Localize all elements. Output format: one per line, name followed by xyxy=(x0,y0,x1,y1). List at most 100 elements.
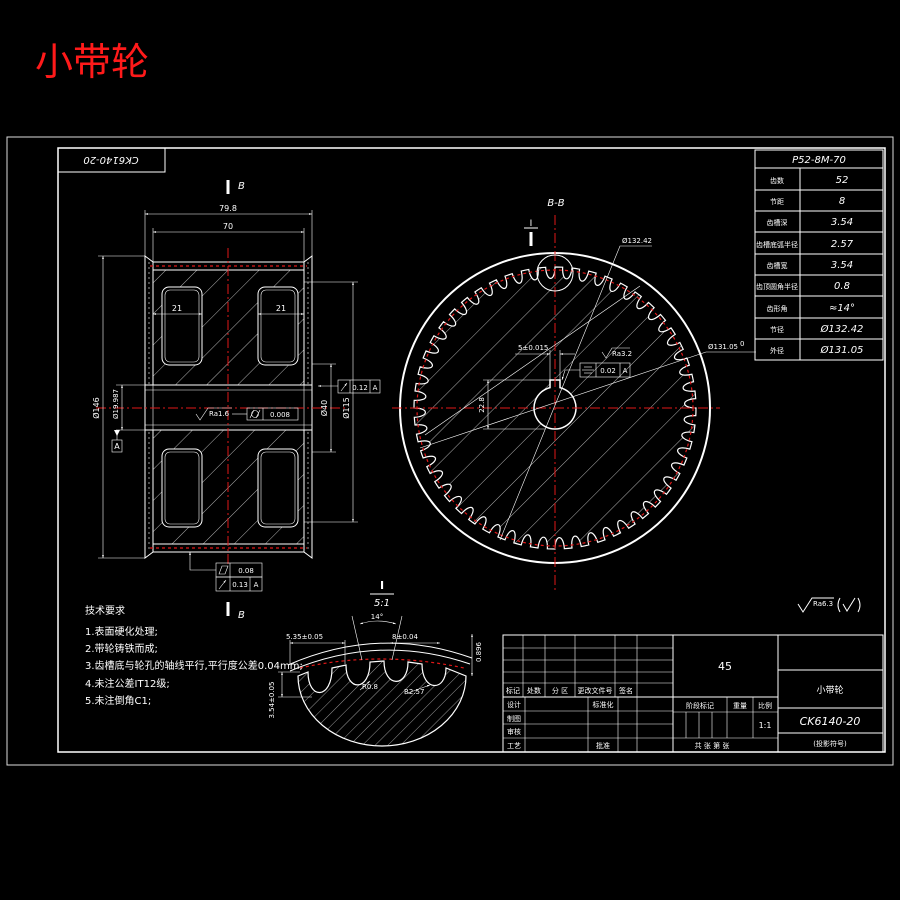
rev-header: 标记 xyxy=(506,686,520,695)
dim-outer-dia: Ø146 xyxy=(91,397,101,419)
roughness-symbol-icon xyxy=(195,407,232,421)
front-section-view xyxy=(96,248,346,566)
section-mark-bottom: B xyxy=(238,610,245,621)
approve-label: 批准 xyxy=(596,741,610,750)
param-table-header: P52-8M-70 xyxy=(792,155,846,166)
dim-angle: 14° xyxy=(371,613,383,621)
dim-depth: 3.54±0.05 xyxy=(268,681,276,718)
dim-web-right: 21 xyxy=(276,304,286,313)
symmetry-symbol-icon xyxy=(582,366,594,374)
param-label: 齿顶圆角半径 xyxy=(756,282,798,291)
cylindricity-symbol-icon xyxy=(249,409,261,419)
web-cutout xyxy=(161,286,203,366)
tech-req-item: 5.未注倒角C1; xyxy=(85,694,151,707)
title-block: 标记 处数 分 区 更改文件号 签名 设计 标准化 制图 审核 工艺 批准 45… xyxy=(502,634,884,753)
param-value: 0.8 xyxy=(834,281,850,292)
section-mark-top: B xyxy=(238,181,245,192)
param-label: 节距 xyxy=(770,198,784,206)
dim-section-outer-dia: Ø131.05 xyxy=(708,343,738,351)
fcf-runout-datum: A xyxy=(373,384,378,392)
detail-rim-arc xyxy=(287,642,473,666)
detail-tooth-section xyxy=(297,660,467,747)
param-value: 3.54 xyxy=(831,217,853,228)
rev-header: 分 区 xyxy=(552,686,568,695)
dim-pitch-dia: Ø132.42 xyxy=(622,237,652,245)
fcf-symmetry-datum: A xyxy=(623,367,628,375)
parameter-table: P52-8M-70 齿数 52 节距 8 齿槽深 3.54 齿槽底弧半径 2.5… xyxy=(754,149,884,361)
design-label: 设计 xyxy=(507,700,521,709)
param-value: Ø132.42 xyxy=(820,323,864,335)
fcf-bottom-runout-value: 0.13 xyxy=(232,581,248,589)
web-cutout xyxy=(257,448,299,528)
dim-detail-right: 0.896 xyxy=(475,641,483,662)
web-cutout xyxy=(257,286,299,366)
param-label: 节径 xyxy=(770,325,784,334)
standardization-label: 标准化 xyxy=(593,700,614,709)
stage-mark-label: 阶段标记 xyxy=(686,701,714,710)
detail-mark: I xyxy=(530,219,533,229)
param-value: Ø131.05 xyxy=(820,344,864,356)
param-value: 3.54 xyxy=(831,260,853,271)
outer-border xyxy=(6,136,894,766)
scale-value: 1:1 xyxy=(759,721,772,730)
roughness-check-icon xyxy=(842,597,856,612)
dim-tip-radius: R0.8 xyxy=(362,683,378,691)
fcf-symmetry-value: 0.02 xyxy=(600,367,616,375)
technical-requirements: 技术要求 1.表面硬化处理; 2.带轮铸铁而成; 3.齿槽底与轮孔的轴线平行,平… xyxy=(85,604,303,707)
process-label: 工艺 xyxy=(507,742,521,750)
detail-view: I 5:1 5.35±0.05 14° 8±0.04 R0.8 R2.57 0.… xyxy=(268,579,483,747)
fcf-flatness-value: 0.08 xyxy=(238,567,254,575)
material: 45 xyxy=(718,660,732,673)
drawing-number: CK6140-20 xyxy=(800,715,861,728)
surface-finish-note: Ra6.3 xyxy=(797,597,861,613)
roughness-bore: Ra1.6 xyxy=(209,410,230,418)
dim-groove-width: 5.35±0.05 xyxy=(286,633,323,641)
detail-circle xyxy=(536,254,574,292)
code-note: (投影符号) xyxy=(813,739,847,748)
dim-hub-dia: Ø40 xyxy=(319,400,329,416)
fcf-cylindricity-value: 0.008 xyxy=(270,411,290,419)
dim-key-width: 5±0.015 xyxy=(518,344,548,352)
tech-req-item: 3.齿槽底与轮孔的轴线平行,平行度公差0.04mm; xyxy=(85,659,303,672)
part-name: 小带轮 xyxy=(816,684,843,696)
dim-bore-dia: Ø19.987 xyxy=(112,389,120,419)
dim-pitch: 8±0.04 xyxy=(392,633,418,641)
tech-req-item: 4.未注公差IT12级; xyxy=(85,677,170,690)
drafting-label: 制图 xyxy=(507,714,521,723)
rev-header: 处数 xyxy=(527,686,541,695)
param-label: 齿槽宽 xyxy=(767,261,788,270)
tech-req-heading: 技术要求 xyxy=(85,604,125,617)
param-label: 齿槽深 xyxy=(767,218,788,227)
dim-body-width: 70 xyxy=(223,222,233,231)
section-view-label: B-B xyxy=(547,198,564,209)
fcf-bottom-runout-datum: A xyxy=(254,581,259,589)
dim-section-outer-tol: 0 xyxy=(740,340,744,348)
param-label: 外径 xyxy=(770,346,784,355)
runout-symbol-icon xyxy=(340,382,348,392)
runout-symbol-icon xyxy=(218,579,227,590)
detail-view-scale: 5:1 xyxy=(374,598,390,609)
surface-roughness: Ra6.3 xyxy=(813,600,833,608)
rev-header: 更改文件号 xyxy=(578,686,613,695)
roughness-key: Ra3.2 xyxy=(612,350,632,358)
inner-frame xyxy=(57,147,886,753)
dim-overall-width: 79.8 xyxy=(219,204,237,213)
tech-req-item: 1.表面硬化处理; xyxy=(85,625,158,638)
param-value: 2.57 xyxy=(831,239,854,250)
dim-web-dia: Ø115 xyxy=(341,397,351,419)
corner-code: CK6140-20 xyxy=(83,154,138,165)
drawing-title: 小带轮 xyxy=(35,40,149,84)
sheets-label: 共 张 第 张 xyxy=(695,741,730,750)
param-label: 齿数 xyxy=(770,176,784,185)
corner-code-box: CK6140-20 xyxy=(57,147,166,173)
web-cutout xyxy=(161,448,203,528)
dim-key-depth: 22.8 xyxy=(478,397,486,413)
dim-groove-radius: R2.57 xyxy=(404,688,424,696)
param-label: 齿槽底弧半径 xyxy=(756,240,798,249)
param-label: 齿形角 xyxy=(767,304,788,313)
dim-web-left: 21 xyxy=(172,304,182,313)
roughness-symbol-icon xyxy=(601,347,630,359)
rev-header: 签名 xyxy=(619,686,633,695)
detail-view-label: I xyxy=(380,579,384,592)
